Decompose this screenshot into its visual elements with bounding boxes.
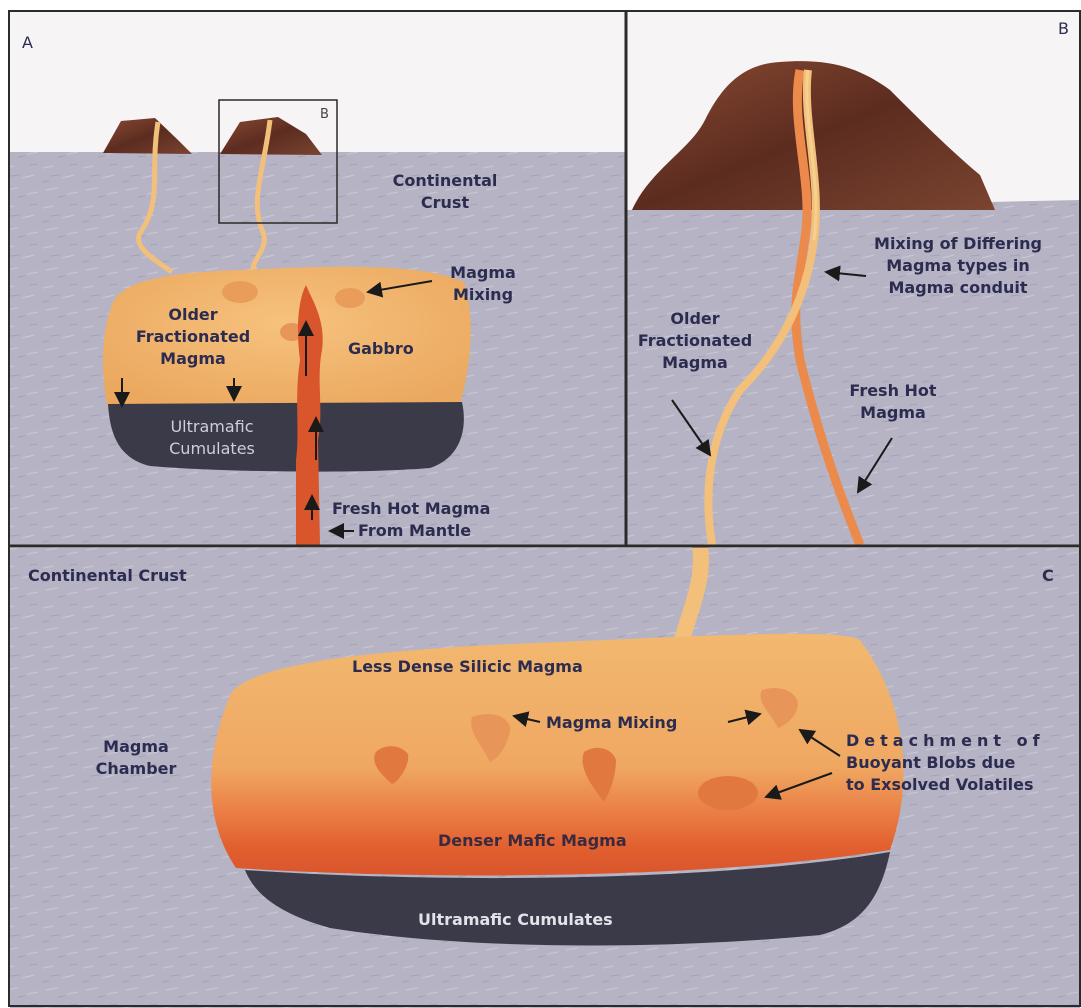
- label-c-detachment-line-3: to Exsolved Volatiles: [846, 774, 1078, 796]
- label-a-fresh-hot: Fresh Hot Magma From Mantle: [332, 498, 490, 542]
- label-a-continental-crust-line-2: Crust: [390, 192, 500, 214]
- label-b-mixing-line-3: Magma conduit: [858, 277, 1058, 299]
- label-b-older-fractionated: Older Fractionated Magma: [630, 308, 760, 374]
- label-b-fresh-hot: Fresh Hot Magma: [838, 380, 948, 424]
- label-c-detachment-line-1: Detachment of: [846, 730, 1078, 752]
- label-a-continental-crust: Continental Crust: [390, 170, 500, 214]
- label-b-mixing-line-1: Mixing of Differing: [858, 233, 1058, 255]
- label-a-magma-mixing-line-1: Magma: [433, 262, 533, 284]
- label-a-ultramafic: Ultramafic Cumulates: [152, 416, 272, 460]
- label-a-older-fractionated: Older Fractionated Magma: [128, 304, 258, 370]
- fresh-magma-column-a: [296, 285, 323, 545]
- label-a-older-line-2: Fractionated: [128, 326, 258, 348]
- label-c-magma-chamber: Magma Chamber: [76, 736, 196, 780]
- inset-letter-b: B: [320, 104, 329, 126]
- label-c-magma-mixing: Magma Mixing: [546, 712, 677, 734]
- label-c-chamber-line-1: Magma: [76, 736, 196, 758]
- label-b-fresh-hot-line-2: Magma: [838, 402, 948, 424]
- label-a-continental-crust-line-1: Continental: [390, 170, 500, 192]
- label-a-ultramafic-line-2: Cumulates: [152, 438, 272, 460]
- label-b-mixing-line-2: Magma types in: [858, 255, 1058, 277]
- label-a-magma-mixing-line-2: Mixing: [433, 284, 533, 306]
- panel-letter-b: B: [1058, 18, 1069, 40]
- label-a-older-line-1: Older: [128, 304, 258, 326]
- label-c-less-dense: Less Dense Silicic Magma: [352, 656, 583, 678]
- label-c-chamber-line-2: Chamber: [76, 758, 196, 780]
- label-a-fresh-hot-line-2: From Mantle: [332, 520, 490, 542]
- label-c-ultramafic: Ultramafic Cumulates: [418, 909, 613, 931]
- label-a-older-line-3: Magma: [128, 348, 258, 370]
- label-a-fresh-hot-line-1: Fresh Hot Magma: [332, 498, 490, 520]
- label-c-detachment: Detachment of Buoyant Blobs due to Exsol…: [846, 730, 1078, 796]
- panel-letter-c: C: [1042, 565, 1054, 587]
- label-a-gabbro: Gabbro: [348, 338, 414, 360]
- label-b-mixing-differing: Mixing of Differing Magma types in Magma…: [858, 233, 1058, 299]
- label-c-continental-crust: Continental Crust: [28, 565, 187, 587]
- label-a-magma-mixing: Magma Mixing: [433, 262, 533, 306]
- label-c-detachment-line-2: Buoyant Blobs due: [846, 752, 1078, 774]
- label-b-older-line-2: Fractionated: [630, 330, 760, 352]
- label-a-ultramafic-line-1: Ultramafic: [152, 416, 272, 438]
- label-b-older-line-3: Magma: [630, 352, 760, 374]
- label-b-fresh-hot-line-1: Fresh Hot: [838, 380, 948, 402]
- label-c-denser-mafic: Denser Mafic Magma: [438, 830, 627, 852]
- panel-letter-a: A: [22, 32, 33, 54]
- label-b-older-line-1: Older: [630, 308, 760, 330]
